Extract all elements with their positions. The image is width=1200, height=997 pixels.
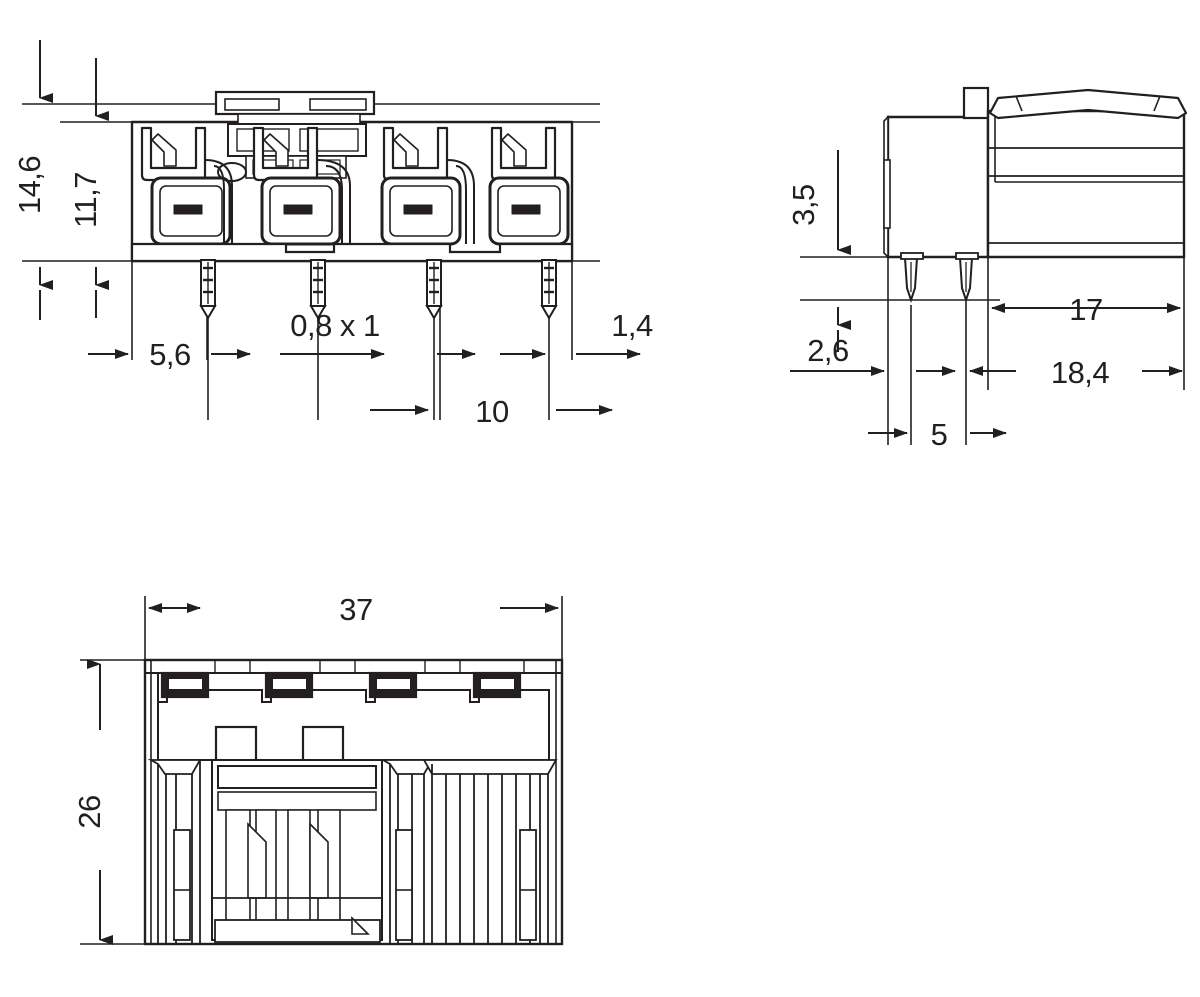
- dim-label-26: 26: [72, 795, 107, 828]
- bottom-latch-tabs: [214, 725, 345, 763]
- front-top-latch-block: [214, 90, 376, 125]
- dim-label-5: 5: [931, 417, 948, 452]
- side-latch-ridge: [988, 88, 1188, 120]
- dim-label-3-5: 3,5: [786, 184, 821, 226]
- front-pole-3: [380, 126, 462, 246]
- side-solder-pins: [900, 252, 979, 304]
- front-pole-4: [488, 126, 570, 246]
- front-housing-foot: [130, 242, 574, 263]
- front-internal-bridges: [204, 159, 475, 244]
- dim-label-14-6: 14,6: [12, 156, 47, 214]
- dim-label-18-4: 18,4: [1051, 355, 1110, 390]
- dim-label-5-6: 5,6: [149, 337, 191, 372]
- dim-label-37: 37: [339, 592, 372, 627]
- side-connector-body: [883, 115, 990, 259]
- dim-label-11-7: 11,7: [68, 172, 103, 228]
- dim-label-2-6: 2,6: [807, 333, 849, 368]
- front-pole-group: [140, 126, 570, 246]
- dim-label-10: 10: [475, 394, 509, 429]
- side-elevation-view: 3,5 2,6 5 17 18,4: [786, 86, 1188, 452]
- front-solder-pins: [199, 259, 558, 320]
- dim-label-1-4: 1,4: [611, 308, 653, 343]
- bottom-plan-view: 37 26: [72, 592, 564, 946]
- front-elevation-view: 14,6 11,7 5,6 0,8 x 1 1,4: [12, 40, 654, 429]
- side-top-post: [962, 86, 990, 120]
- bottom-center-lever: [211, 759, 383, 943]
- dim-label-08x1: 0,8 x 1: [290, 308, 380, 343]
- dim-label-17: 17: [1069, 292, 1102, 327]
- front-pole-2: [252, 126, 342, 246]
- bottom-left-fins: [147, 759, 202, 944]
- side-mating-section: [986, 109, 1186, 259]
- front-pole-1: [140, 126, 232, 246]
- bottom-right-fins: [379, 759, 558, 944]
